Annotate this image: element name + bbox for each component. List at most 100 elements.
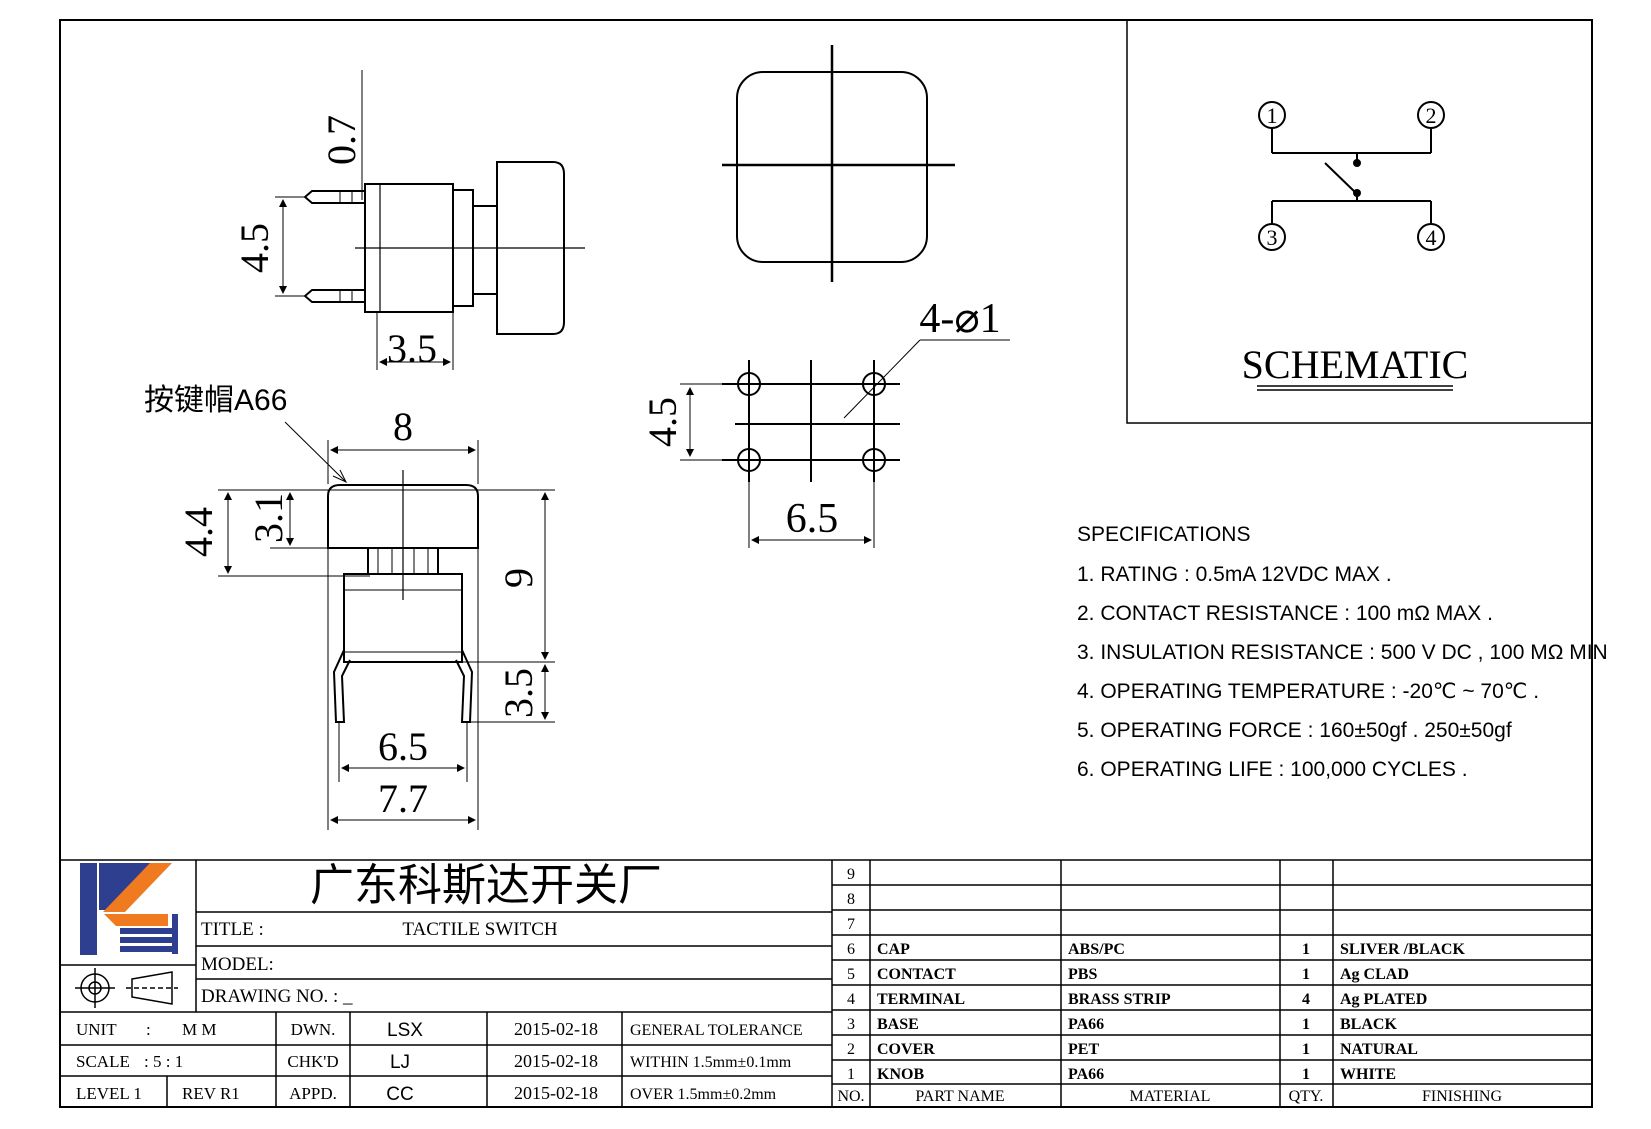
- schematic-symbol: [1258, 101, 1445, 251]
- specifications: SPECIFICATIONS 1. RATING : 0.5mA 12VDC M…: [1077, 523, 1608, 781]
- bom-cell-qty: 1: [1302, 966, 1310, 983]
- bom-cell-part: TERMINAL: [877, 991, 965, 1008]
- bom-cell-part: CONTACT: [877, 966, 956, 983]
- dim-cap-total-height: 4.4: [176, 507, 221, 557]
- bom-cell-no: 4: [847, 991, 855, 1008]
- dim-body-depth: 3.5: [387, 326, 437, 371]
- bom-header-no: NO.: [837, 1088, 864, 1105]
- spec-item: 5. OPERATING FORCE : 160±50gf . 250±50gf: [1077, 719, 1512, 742]
- spec-item: 2. CONTACT RESISTANCE : 100 mΩ MAX .: [1077, 602, 1493, 625]
- tolerance-over: OVER 1.5mm±0.2mm: [630, 1086, 777, 1103]
- dim-cap-height: 3.1: [246, 493, 291, 543]
- dim-hole-pitch-h: 6.5: [786, 496, 839, 542]
- bom-cell-qty: 1: [1302, 941, 1310, 958]
- dim-hole-pitch-v: 4.5: [640, 397, 685, 447]
- title-block-lines: [60, 859, 1592, 1107]
- spec-item: 3. INSULATION RESISTANCE : 500 V DC , 10…: [1077, 641, 1608, 664]
- cap-label: 按键帽A66: [144, 384, 287, 417]
- date-chkd: 2015-02-18: [514, 1051, 598, 1071]
- rev-label: REV R1: [182, 1084, 240, 1103]
- drawing-no-label: DRAWING NO. : _: [201, 986, 353, 1007]
- spec-item: 4. OPERATING TEMPERATURE : -20℃ ~ 70℃ .: [1077, 680, 1539, 703]
- name-dwn: LSX: [387, 1020, 423, 1041]
- pin-label-3: 3: [1267, 225, 1278, 250]
- dim-hole-spec: 4-⌀1: [919, 296, 1000, 342]
- bom-cell-qty: 1: [1302, 1066, 1310, 1083]
- bom-cell-no: 3: [847, 1016, 855, 1033]
- bom-cell-finishing: WHITE: [1340, 1066, 1396, 1083]
- bom-cell-material: ABS/PC: [1068, 941, 1125, 958]
- role-chkd: CHK'D: [287, 1052, 338, 1071]
- scale-value: : 5 : 1: [144, 1052, 183, 1071]
- company-logo: [80, 863, 178, 955]
- dim-pin-offset: 0.7: [319, 115, 364, 165]
- bom-cell-no: 1: [847, 1066, 855, 1083]
- dim-lead-length: 3.5: [496, 668, 541, 718]
- bom-cell-part: CAP: [877, 941, 910, 958]
- side-view: [303, 161, 585, 335]
- schematic-label: SCHEMATIC: [1242, 342, 1469, 387]
- title-value: TACTILE SWITCH: [402, 919, 557, 940]
- bom-cell-part: COVER: [877, 1041, 935, 1058]
- bom-cell-part: BASE: [877, 1016, 919, 1033]
- spec-item: 1. RATING : 0.5mA 12VDC MAX .: [1077, 563, 1392, 586]
- date-dwn: 2015-02-18: [514, 1019, 598, 1039]
- company-name: 广东科斯达开关厂: [310, 861, 662, 910]
- pin-label-4: 4: [1426, 225, 1437, 250]
- tolerance-within: WITHIN 1.5mm±0.1mm: [630, 1054, 792, 1071]
- projection-symbol-icon: [75, 968, 178, 1008]
- side-view-dims: [275, 70, 454, 370]
- bom-cell-material: PA66: [1068, 1016, 1104, 1033]
- bom-table-lines: [832, 860, 1592, 1107]
- bom-cell-material: PET: [1068, 1041, 1099, 1058]
- dim-pin-pitch-side: 4.5: [232, 223, 277, 273]
- bom-cell-finishing: Ag PLATED: [1340, 991, 1427, 1008]
- bom-header-part: PART NAME: [915, 1088, 1004, 1105]
- unit-value: M M: [182, 1020, 216, 1039]
- cap-top-view: [722, 45, 955, 282]
- bom-cell-no: 2: [847, 1041, 855, 1058]
- bom-cell-no: 5: [847, 966, 855, 983]
- pcb-dims: [680, 339, 1010, 548]
- bom-cell-part: KNOB: [877, 1066, 924, 1083]
- unit-colon: :: [146, 1020, 151, 1039]
- specs-heading: SPECIFICATIONS: [1077, 523, 1250, 546]
- title-label: TITLE :: [201, 919, 264, 940]
- bom-cell-no: 7: [847, 916, 855, 933]
- name-chkd: LJ: [390, 1052, 410, 1073]
- bom-header-qty: QTY.: [1289, 1088, 1324, 1105]
- bom-cell-qty: 1: [1302, 1016, 1310, 1033]
- front-view-dims: [218, 421, 555, 830]
- dim-overall-height: 9: [496, 568, 541, 588]
- dim-pin-span: 6.5: [378, 724, 428, 769]
- pcb-layout: [722, 360, 900, 482]
- bom-cell-no: 6: [847, 941, 855, 958]
- front-view: [327, 470, 479, 723]
- bom-cell-material: BRASS STRIP: [1068, 991, 1171, 1008]
- bom-cell-finishing: Ag CLAD: [1340, 966, 1409, 983]
- dim-cap-width: 8: [393, 404, 413, 449]
- tolerance-general: GENERAL TOLERANCE: [630, 1022, 803, 1039]
- dim-body-width: 7.7: [378, 776, 428, 821]
- bom-cell-material: PBS: [1068, 966, 1097, 983]
- role-dwn: DWN.: [291, 1020, 336, 1039]
- bom-cell-finishing: BLACK: [1340, 1016, 1397, 1033]
- bom-cell-finishing: SLIVER /BLACK: [1340, 941, 1465, 958]
- date-appd: 2015-02-18: [514, 1083, 598, 1103]
- bom-cell-qty: 4: [1302, 991, 1310, 1008]
- bom-cell-no: 8: [847, 891, 855, 908]
- bom-cell-qty: 1: [1302, 1041, 1310, 1058]
- level-label: LEVEL 1: [76, 1084, 142, 1103]
- name-appd: CC: [386, 1084, 413, 1105]
- bom-cell-material: PA66: [1068, 1066, 1104, 1083]
- model-label: MODEL:: [201, 954, 274, 975]
- pin-label-2: 2: [1426, 103, 1437, 128]
- schematic-frame: [1126, 19, 1593, 424]
- role-appd: APPD.: [289, 1084, 337, 1103]
- spec-item: 6. OPERATING LIFE : 100,000 CYCLES .: [1077, 758, 1468, 781]
- bom-header-finishing: FINISHING: [1422, 1088, 1502, 1105]
- bom-cell-no: 9: [847, 866, 855, 883]
- pin-label-1: 1: [1267, 103, 1278, 128]
